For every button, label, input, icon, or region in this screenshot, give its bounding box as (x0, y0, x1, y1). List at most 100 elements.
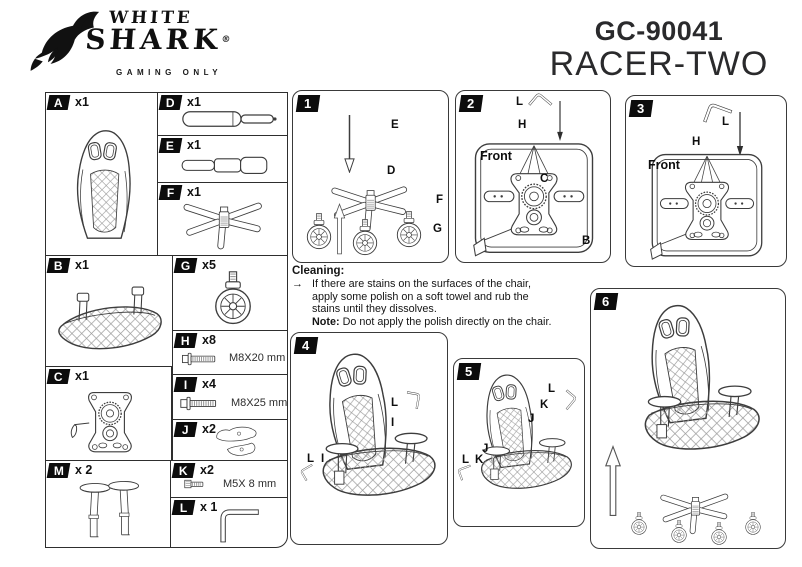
part-tag-g: G (173, 258, 198, 273)
brand-logo: WHITE SHARK® GAMING ONLY (28, 2, 243, 90)
step-1-badge: 1 (295, 95, 321, 112)
part-tag-k: K (171, 463, 196, 478)
base-illustration (160, 195, 287, 255)
screw-k-illustration (181, 477, 221, 491)
part-qty-e: x1 (187, 138, 201, 152)
part-qty-m: x 2 (75, 463, 93, 477)
step4-label-l-left: L (307, 453, 315, 465)
step-5-panel: 5 L K J J L K (453, 358, 585, 527)
bolt-h-illustration (181, 351, 227, 367)
part-box-c: C x1 (45, 366, 172, 461)
chair-art (301, 351, 441, 539)
part-tag-h: H (173, 333, 198, 348)
step6-caster-art-2 (669, 519, 689, 545)
chair-art (619, 303, 769, 493)
backrest-illustration (60, 115, 144, 253)
part-qty-g: x5 (202, 258, 216, 272)
part-tag-b: B (46, 258, 71, 273)
step1-label-f: F (436, 194, 444, 206)
note-text: Do not apply the polish directly on the … (339, 315, 552, 328)
allen-key-icon (524, 88, 555, 119)
part-tag-m: M (46, 463, 71, 478)
registered-mark: ® (221, 35, 235, 45)
step-6-badge: 6 (593, 293, 619, 310)
step1-label-g: G (433, 223, 442, 235)
part-box-m: M x 2 (45, 460, 172, 548)
screw-k-size: M5X 8 mm (223, 478, 277, 490)
step1-caster-art-2 (349, 217, 381, 259)
logo-word-shark: SHARK (84, 23, 223, 56)
note-label: Note: (312, 315, 340, 328)
step4-label-l-right: L (391, 397, 399, 409)
model-number: GC-90041 (594, 16, 724, 46)
part-box-g: G x5 (172, 255, 288, 331)
cleaning-line-2: apply some polish on a soft towel and ru… (312, 290, 529, 303)
part-qty-c: x1 (75, 369, 89, 383)
part-box-a: A x1 (45, 92, 158, 256)
arrow-down-icon (343, 115, 356, 173)
step6-caster-art-4 (743, 511, 763, 537)
part-box-l: L x 1 (170, 497, 288, 548)
part-tag-j: J (173, 422, 198, 437)
step1-cover-art (357, 103, 381, 149)
cleaning-line-1: If there are stains on the surfaces of t… (312, 278, 532, 290)
step5-label-k-left: K (475, 454, 484, 466)
part-tag-i: I (173, 377, 198, 392)
bolt-h-size: M8X20 mm (229, 352, 286, 364)
cylinder-cover-illustration (176, 151, 276, 179)
step1-caster-art-1 (303, 211, 335, 253)
caster-illustration (209, 270, 257, 328)
step5-label-k-right: K (540, 399, 549, 411)
part-qty-f: x1 (187, 185, 201, 199)
part-box-h: H x8 M8X20 mm (172, 330, 288, 375)
arrow-up-icon (605, 437, 621, 525)
part-qty-l: x 1 (200, 500, 218, 514)
cleaning-note-line: Note: Do not apply the polish directly o… (312, 316, 592, 329)
part-box-k: K x2 M5X 8 mm (170, 460, 288, 498)
step6-caster-art-3 (709, 521, 729, 547)
step5-label-l-left: L (462, 454, 470, 466)
step-2-panel: 2 L H Front C B (455, 90, 611, 263)
part-qty-h: x8 (202, 333, 216, 347)
step2-label-h: H (518, 119, 527, 131)
step1-caster-art-3 (393, 209, 425, 251)
step-6-panel: 6 (590, 288, 786, 549)
mechanism-illustration (70, 383, 150, 459)
part-box-i: I x4 M8X25 mm (172, 374, 288, 420)
part-qty-j: x2 (202, 422, 216, 436)
cleaning-line-3: stains until they dissolves. (312, 303, 437, 316)
part-box-e: E x1 (157, 135, 288, 183)
step-1-panel: 1 E D F G (292, 90, 449, 263)
shark-logo-icon (30, 11, 100, 71)
cleaning-bullet-arrow: → (292, 278, 303, 290)
step2-front-label: Front (480, 149, 512, 163)
step2-label-c: C (540, 173, 549, 185)
step5-label-j-right: J (528, 413, 535, 425)
bolt-i-illustration (179, 395, 229, 412)
step3-label-l: L (722, 116, 730, 128)
step-3-badge: 3 (628, 100, 654, 117)
product-name: RACER-TWO (549, 45, 769, 83)
step6-caster-art-1 (629, 511, 649, 537)
part-tag-l: L (171, 500, 196, 515)
logo-tagline: GAMING ONLY (116, 68, 223, 77)
arrow-up-icon (333, 203, 346, 255)
arrow-down-icon (554, 101, 566, 141)
part-qty-i: x4 (202, 377, 216, 391)
title-block: GC-90041 RACER-TWO (530, 16, 788, 82)
step1-label-e: E (391, 119, 399, 131)
part-qty-b: x1 (75, 258, 89, 272)
allen-key-illustration (207, 504, 269, 546)
step2-label-l: L (516, 96, 524, 108)
step3-label-h: H (692, 136, 701, 148)
step-4-panel: 4 L I L I (290, 332, 448, 545)
part-box-f: F x1 (157, 182, 288, 256)
seat-illustration (50, 280, 170, 364)
part-box-b: B x1 (45, 255, 174, 367)
part-tag-c: C (46, 369, 71, 384)
bolt-i-size: M8X25 mm (231, 397, 288, 409)
armrests-illustration (64, 477, 156, 545)
step5-label-j-left: J (482, 443, 489, 455)
cleaning-note: Cleaning: → If there are stains on the s… (292, 265, 592, 328)
